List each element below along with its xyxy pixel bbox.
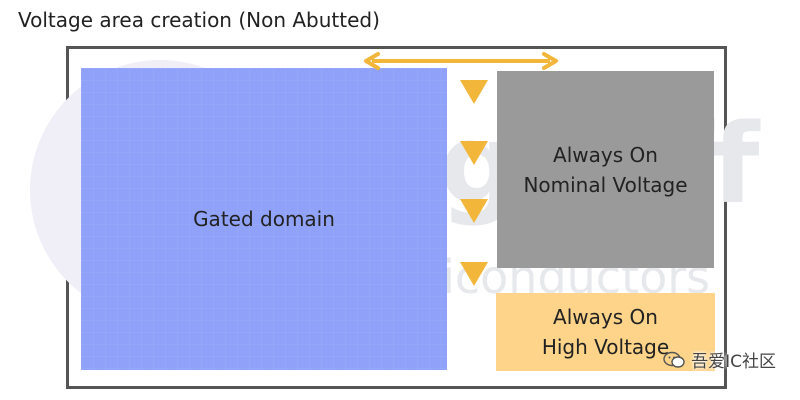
high-line2: High Voltage — [541, 335, 670, 359]
high-line1: Always On — [553, 305, 658, 329]
brand-label: 吾爱IC社区 — [691, 352, 776, 372]
gated-domain-label: Gated domain — [193, 207, 335, 231]
brand-badge: 吾爱IC社区 — [663, 347, 776, 372]
diagram-title: Voltage area creation (Non Abutted) — [18, 8, 380, 32]
nominal-line2: Nominal Voltage — [523, 172, 688, 197]
always-on-nominal-block: Always On Nominal Voltage — [497, 71, 714, 268]
nominal-line1: Always On — [553, 142, 658, 167]
gated-domain-block: Gated domain — [81, 68, 447, 370]
wechat-icon — [663, 351, 685, 368]
